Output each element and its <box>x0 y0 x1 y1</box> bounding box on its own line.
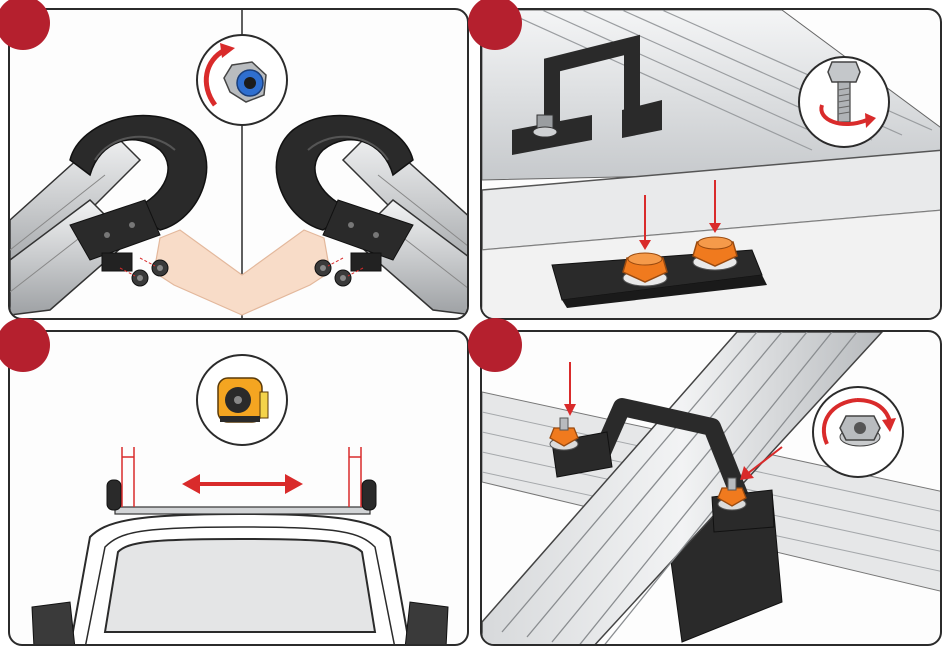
double-arrow <box>182 474 303 494</box>
step-3-panel <box>8 330 469 646</box>
lock-nut-icon <box>197 35 287 125</box>
orange-nut-2 <box>693 237 737 270</box>
step-2-panel <box>480 8 942 320</box>
left-mirror <box>32 602 75 646</box>
step-4-illustration <box>482 332 942 646</box>
step-4-panel <box>480 330 942 646</box>
tape-measure-icon <box>197 355 287 445</box>
right-mirror <box>405 602 448 646</box>
rear-window <box>105 539 375 632</box>
step-1-illustration <box>10 10 469 320</box>
bolt-icon <box>799 57 889 147</box>
measurement-marks <box>122 447 361 507</box>
flange-nut-icon <box>813 387 903 477</box>
vehicle-rear <box>32 514 448 646</box>
step-2-illustration <box>482 10 942 320</box>
orange-nut-1 <box>623 253 667 286</box>
step-3-illustration <box>10 332 469 646</box>
step-1-panel <box>8 8 469 320</box>
step-4-badge <box>468 318 522 372</box>
